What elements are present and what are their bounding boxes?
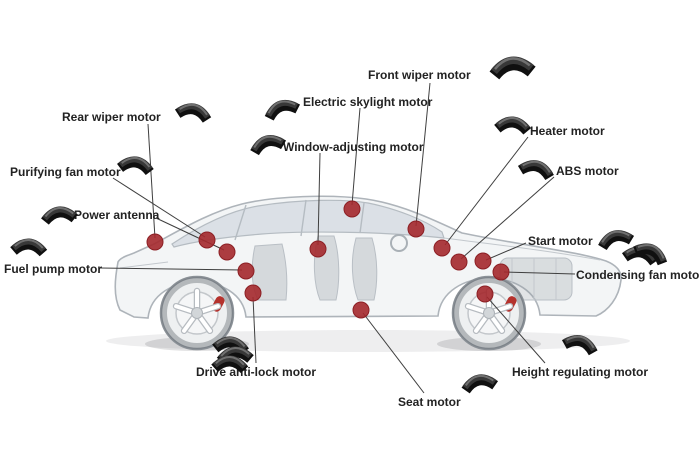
label-seat-motor: Seat motor (398, 395, 461, 409)
magnet-icon (629, 229, 675, 270)
dot-abs-motor (450, 253, 468, 271)
magnet-icon (593, 218, 637, 254)
dot-height-regulating-motor (476, 285, 494, 303)
dot-start-motor (474, 252, 492, 270)
magnet-icon (493, 106, 533, 137)
magnet-icon (486, 44, 537, 84)
label-heater-motor: Heater motor (530, 124, 605, 138)
dot-seat-motor (352, 301, 370, 319)
dot-electric-skylight-motor (343, 200, 361, 218)
label-rear-wiper-motor: Rear wiper motor (62, 110, 161, 124)
dot-rear-wiper-motor (146, 233, 164, 251)
label-condensing-fan-motor: Condensing fan motor (576, 268, 700, 282)
magnet-icon (515, 148, 559, 184)
label-drive-anti-lock-motor: Drive anti-lock motor (196, 365, 317, 379)
label-abs-motor: ABS motor (556, 164, 619, 178)
magnet-icon (9, 229, 49, 260)
rear-wheel (159, 275, 235, 351)
label-purifying-fan-motor: Purifying fan motor (10, 165, 121, 179)
dot-power-antenna (218, 243, 236, 261)
leader-lines (99, 82, 576, 394)
location-dots (146, 200, 510, 319)
dot-condensing-fan-motor (492, 263, 510, 281)
magnet-icon (39, 196, 80, 228)
magnet-icon (173, 91, 216, 126)
car-body (114, 195, 622, 319)
dot-window-adjusting-motor (309, 240, 327, 258)
dot-purifying-fan-motor (198, 231, 216, 249)
magnet-icon (210, 346, 249, 376)
label-front-wiper-motor: Front wiper motor (368, 68, 471, 82)
magnet-icon (115, 145, 157, 178)
label-height-regulating-motor: Height regulating motor (512, 365, 648, 379)
magnet-icon (458, 363, 500, 397)
label-power-antenna: Power antenna (74, 208, 160, 222)
dot-heater-motor (433, 239, 451, 257)
label-start-motor: Start motor (528, 234, 593, 248)
dot-front-wiper-motor (407, 220, 425, 238)
magnet-icon (559, 322, 603, 359)
label-electric-skylight-motor: Electric skylight motor (303, 95, 433, 109)
label-window-adjusting-motor: Window-adjusting motor (283, 140, 424, 154)
dot-fuel-pump-motor (237, 262, 255, 280)
label-fuel-pump-motor: Fuel pump motor (4, 262, 102, 276)
magnet-icon (259, 87, 304, 125)
magnet-icon (245, 123, 289, 160)
dot-drive-anti-lock-motor (244, 284, 262, 302)
